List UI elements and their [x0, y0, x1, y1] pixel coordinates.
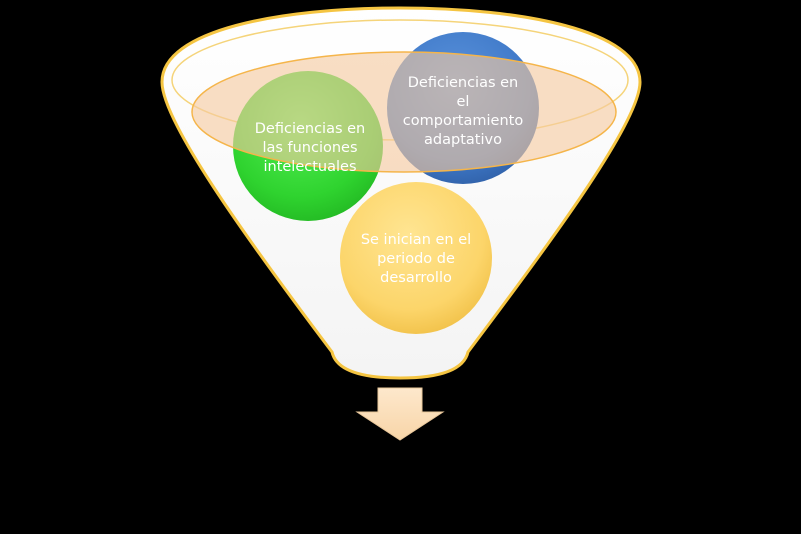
funnel-rim-band [191, 51, 617, 173]
down-arrow-icon [355, 387, 445, 441]
circle-developmental-period [340, 182, 492, 334]
